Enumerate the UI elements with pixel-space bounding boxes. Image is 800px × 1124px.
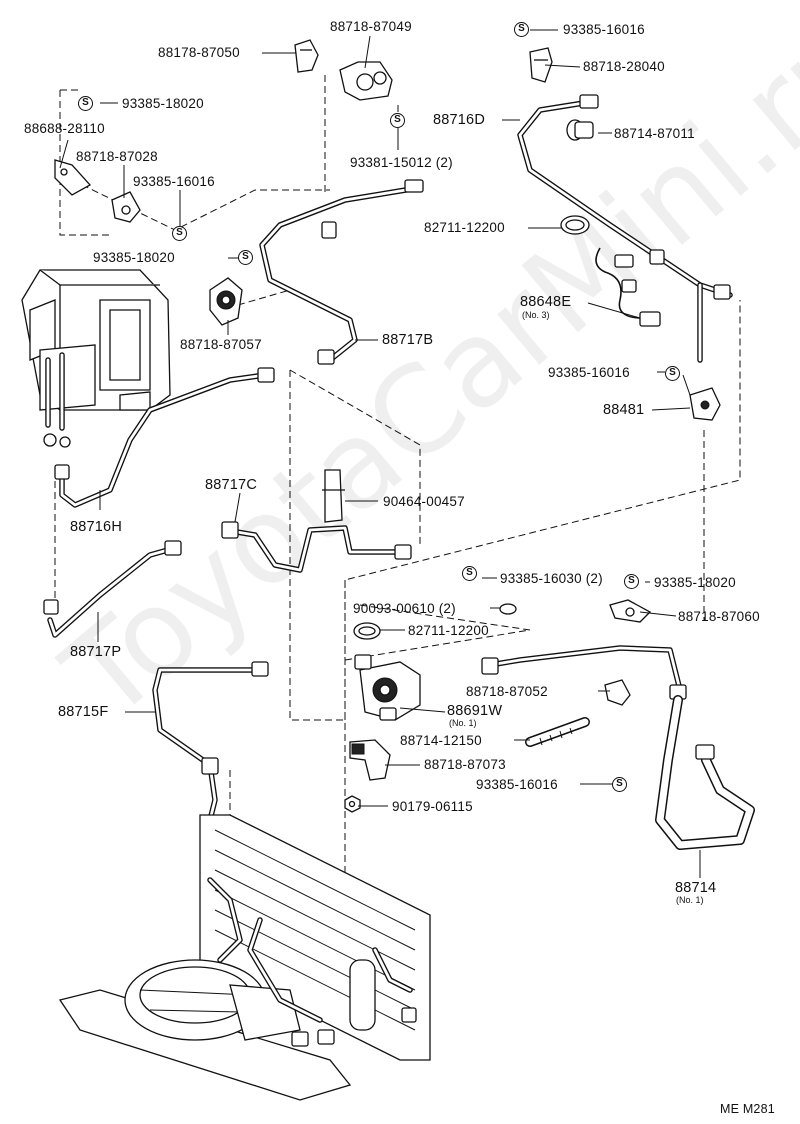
- s-symbol: S: [238, 250, 253, 265]
- label-88718-87049: 88718-87049: [330, 19, 412, 34]
- s-symbol: S: [462, 566, 477, 581]
- nut-90179-06115: [344, 795, 361, 813]
- label-88714-sub: (No. 1): [676, 895, 704, 905]
- label-88715F: 88715F: [58, 704, 109, 720]
- label-93385-16016-c: 93385-16016: [548, 365, 630, 380]
- label-93385-16016-b: 93385-16016: [133, 174, 215, 189]
- label-82711-12200-a: 82711-12200: [424, 220, 505, 235]
- label-88718-28040: 88718-28040: [583, 59, 665, 74]
- label-88718-87052: 88718-87052: [466, 684, 548, 699]
- label-88717C: 88717C: [205, 477, 257, 493]
- label-93385-16016-top: 93385-16016: [563, 22, 645, 37]
- label-93385-18020-c: 93385-18020: [654, 575, 736, 590]
- pipe-88717P: [43, 540, 182, 638]
- label-88718-87028: 88718-87028: [76, 149, 158, 164]
- assembly-dash-lines: [54, 75, 741, 956]
- clamp-ring-82711-12200-a: [560, 215, 590, 235]
- clamp-88718-87052: [604, 679, 631, 706]
- washer-90093-00610: [499, 603, 517, 615]
- pipe-88717B: [259, 179, 424, 365]
- bracket-88688-28110: [54, 159, 92, 196]
- s-symbol: S: [624, 574, 639, 589]
- label-88717P: 88717P: [70, 644, 122, 660]
- label-93381-15012: 93381-15012 (2): [350, 155, 453, 170]
- clamp-88718-87049: [339, 61, 393, 101]
- clamp-88718-87028: [111, 191, 141, 223]
- label-88714-87011: 88714-87011: [614, 126, 695, 141]
- clamp-88718-28040: [529, 47, 553, 83]
- label-88717B: 88717B: [382, 332, 434, 348]
- label-90464-00457: 90464-00457: [383, 494, 465, 509]
- bracket-88178-87050: [294, 39, 319, 73]
- hose-88714-12150: [525, 717, 590, 747]
- expansion-valve-88691W: [354, 654, 421, 721]
- label-93385-16030: 93385-16030 (2): [500, 571, 603, 586]
- bracket-88718-87073: [349, 739, 391, 781]
- label-88714-12150: 88714-12150: [400, 733, 482, 748]
- label-88714: 88714: [675, 880, 717, 896]
- label-88691W-sub: (No. 1): [449, 718, 477, 728]
- clamp-88718-87060: [609, 599, 652, 623]
- label-88178-87050: 88178-87050: [158, 45, 240, 60]
- s-symbol: S: [78, 96, 93, 111]
- condenser-assembly: [58, 814, 431, 1101]
- label-93385-18020-a: 93385-18020: [122, 96, 204, 111]
- clamp-ring-82711-12200-b: [353, 622, 381, 640]
- hose-88714: [481, 645, 755, 850]
- pipe-88716H: [54, 367, 275, 508]
- label-88718-87073: 88718-87073: [424, 757, 506, 772]
- pipe-88715F: [152, 661, 269, 823]
- label-93385-16016-d: 93385-16016: [476, 777, 558, 792]
- s-symbol: S: [172, 226, 187, 241]
- footer-code: ME M281: [720, 1102, 775, 1116]
- leader-lines: [59, 29, 701, 878]
- evaporator-unit: [21, 269, 171, 448]
- s-symbol: S: [665, 366, 680, 381]
- label-88691W: 88691W: [447, 703, 503, 719]
- label-88688-28110: 88688-28110: [24, 121, 105, 136]
- hose-88714-87011: [566, 119, 594, 141]
- label-90179-06115: 90179-06115: [392, 799, 473, 814]
- s-symbol: S: [390, 113, 405, 128]
- label-88716D: 88716D: [433, 112, 485, 128]
- switch-88648E: [595, 247, 661, 327]
- pipe-88717C: [221, 521, 412, 573]
- label-88648E: 88648E: [520, 294, 572, 310]
- clip-90464-00457: [322, 469, 345, 523]
- pipe-88716D: [517, 94, 733, 363]
- label-90093-00610: 90093-00610 (2): [353, 601, 456, 616]
- label-88718-87060: 88718-87060: [678, 609, 760, 624]
- label-88648E-sub: (No. 3): [522, 310, 550, 320]
- label-88718-87057: 88718-87057: [180, 337, 262, 352]
- label-88716H: 88716H: [70, 519, 122, 535]
- label-93385-18020-b: 93385-18020: [93, 250, 175, 265]
- valve-88481: [689, 387, 721, 421]
- clamp-88718-87057: [209, 277, 243, 326]
- s-symbol: S: [612, 777, 627, 792]
- label-82711-12200-b: 82711-12200: [408, 623, 489, 638]
- label-88481: 88481: [603, 402, 645, 418]
- s-symbol: S: [514, 22, 529, 37]
